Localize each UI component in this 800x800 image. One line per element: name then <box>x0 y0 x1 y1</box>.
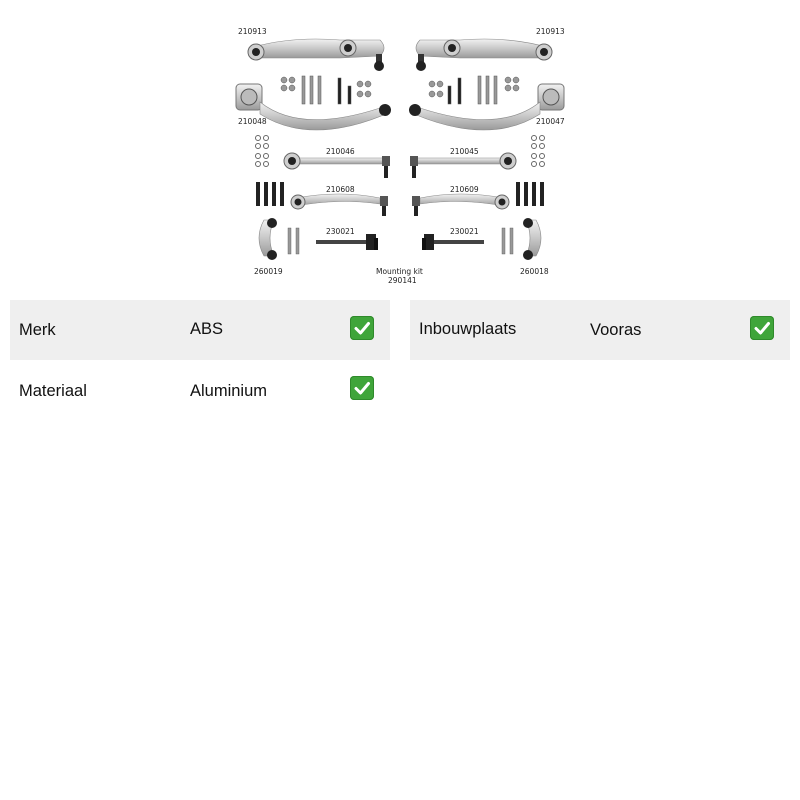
part-label: 260019 <box>254 267 283 276</box>
stabilizer-link-260018 <box>501 218 542 260</box>
spec-value: Vooras <box>590 321 642 339</box>
product-image: 210913 210913 <box>230 18 570 290</box>
part-label: 210608 <box>326 185 355 194</box>
part-label: 210048 <box>238 117 267 126</box>
spec-value: ABS <box>190 320 224 338</box>
mounting-kit-title: Mounting kit <box>376 267 423 276</box>
spec-key: Materiaal <box>19 382 87 400</box>
washer-set-left <box>255 135 269 167</box>
spec-row-inbouwplaats: Inbouwplaats Vooras <box>410 300 790 360</box>
spec-row-materiaal: Materiaal Aluminium <box>10 360 390 420</box>
part-label: 210913 <box>536 27 565 36</box>
part-label: 210046 <box>326 147 355 156</box>
control-arm-210048 <box>235 83 391 131</box>
link-210608 <box>290 193 388 216</box>
check-mark-icon <box>350 316 374 340</box>
part-label: 210609 <box>450 185 479 194</box>
link-210609 <box>412 193 510 216</box>
long-bolts-right <box>516 182 544 206</box>
part-label: 260018 <box>520 267 549 276</box>
stabilizer-link-260019 <box>258 218 300 260</box>
control-arm-210047 <box>409 83 565 131</box>
mounting-kit-number: 290141 <box>388 276 417 285</box>
control-arm-210913-right <box>415 38 553 71</box>
spec-value: Aluminium <box>190 382 268 400</box>
part-label: 210913 <box>238 27 267 36</box>
washer-set-right <box>531 135 545 167</box>
part-label: 210045 <box>450 147 479 156</box>
check-mark-icon <box>750 316 774 340</box>
link-210046 <box>283 152 390 178</box>
bolt-set-upper-right <box>428 75 520 105</box>
spec-key: Merk <box>19 321 56 339</box>
link-210045 <box>410 152 517 178</box>
bolt-set-upper-left <box>280 75 372 105</box>
spec-key: Inbouwplaats <box>419 320 517 338</box>
part-label: 230021 <box>326 227 355 236</box>
control-arm-210913-left <box>247 38 385 71</box>
spec-row-merk: Merk ABS <box>10 300 390 360</box>
check-mark-icon <box>350 376 374 400</box>
part-label: 230021 <box>450 227 479 236</box>
long-bolts-left <box>256 182 284 206</box>
tie-rod-end-230021-left <box>316 234 378 250</box>
part-label: 210047 <box>536 117 565 126</box>
tie-rod-end-230021-right <box>422 234 484 250</box>
